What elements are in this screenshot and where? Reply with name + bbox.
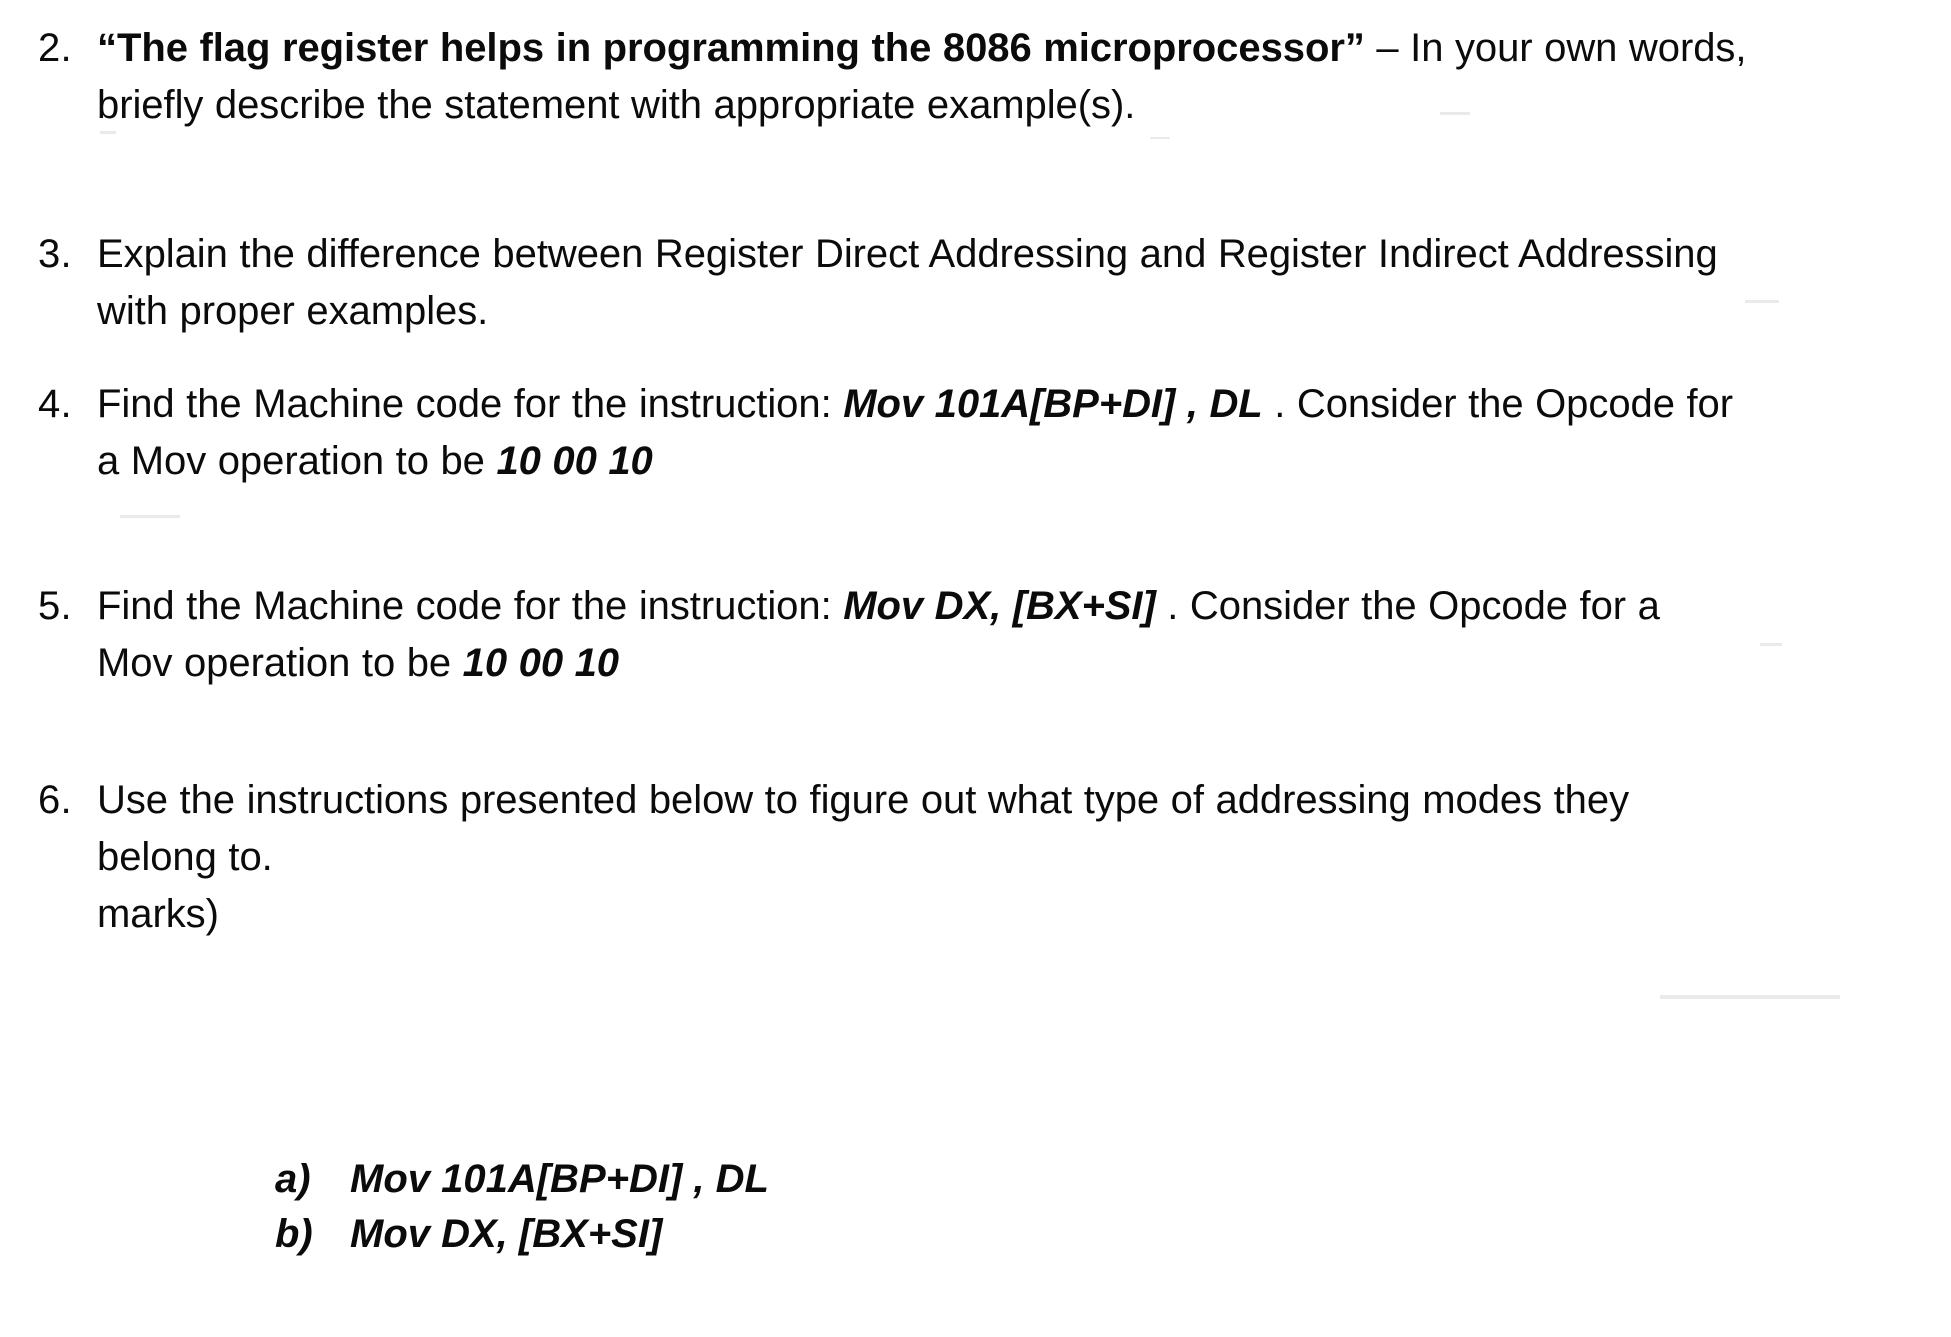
question-run: Find the Machine code for the instructio… [97, 382, 844, 426]
question-body: “The flag register helps in programming … [97, 20, 1928, 134]
question-run: . Consider the Opcode for [1262, 382, 1734, 426]
opcode-value: 10 00 10 [462, 641, 619, 685]
sub-item-b: b) Mov DX, [BX+SI] [275, 1207, 1175, 1262]
question-line: “The flag register helps in programming … [97, 20, 1928, 77]
question-line: belong to. [97, 829, 1928, 886]
question-line: briefly describe the statement with appr… [97, 77, 1928, 134]
question-item-5: 5. Find the Machine code for the instruc… [38, 578, 1928, 692]
question-run: marks) [97, 892, 219, 936]
question-run: with proper examples. [97, 289, 489, 333]
scan-artifact [120, 515, 180, 518]
question-run: Explain the difference between Register … [97, 232, 1718, 276]
sub-item-instruction: Mov 101A[BP+DI] , DL [350, 1157, 769, 1201]
question-body: Use the instructions presented below to … [97, 772, 1928, 943]
question-run: belong to. [97, 835, 273, 879]
question-item-6: 6. Use the instructions presented below … [38, 772, 1928, 943]
question-number: 3. [38, 232, 72, 276]
question-line: a Mov operation to be 10 00 10 [97, 433, 1928, 490]
question-run: briefly describe the statement with appr… [97, 83, 1136, 127]
question-item-3: 3. Explain the difference between Regist… [38, 226, 1928, 340]
question-line: Mov operation to be 10 00 10 [97, 635, 1928, 692]
question-run: . Consider the Opcode for a [1155, 584, 1660, 628]
question-line: Find the Machine code for the instructio… [97, 578, 1928, 635]
question-body: Find the Machine code for the instructio… [97, 376, 1928, 490]
scan-artifact [1660, 995, 1840, 999]
instruction-operand: Mov DX, [BX+SI] [843, 584, 1156, 628]
question-body: Explain the difference between Register … [97, 226, 1928, 340]
question-line: Use the instructions presented below to … [97, 772, 1928, 829]
question-run: – In your own words, [1364, 26, 1747, 70]
question-number: 2. [38, 26, 72, 70]
sub-item-a: a) Mov 101A[BP+DI] , DL [275, 1152, 1175, 1207]
question-body: Find the Machine code for the instructio… [97, 578, 1928, 692]
scan-artifact [1150, 137, 1170, 139]
question-item-4: 4. Find the Machine code for the instruc… [38, 376, 1928, 490]
question-run: Find the Machine code for the instructio… [97, 584, 844, 628]
question-run-bold: “The flag register helps in programming … [97, 26, 1365, 70]
question-line: Find the Machine code for the instructio… [97, 376, 1928, 433]
question-run: Use the instructions presented below to … [97, 778, 1630, 822]
question-item-2: 2. “The flag register helps in programmi… [38, 20, 1928, 134]
instruction-sub-list: a) Mov 101A[BP+DI] , DL b) Mov DX, [BX+S… [275, 1152, 1175, 1262]
question-line: with proper examples. [97, 283, 1928, 340]
sub-item-label: a) [275, 1157, 311, 1201]
question-line: Explain the difference between Register … [97, 226, 1928, 283]
sub-item-instruction: Mov DX, [BX+SI] [350, 1212, 663, 1256]
sub-item-label: b) [275, 1212, 313, 1256]
opcode-value: 10 00 10 [496, 439, 653, 483]
question-line: marks) [97, 886, 1928, 943]
question-number: 6. [38, 778, 72, 822]
question-run: Mov operation to be [97, 641, 463, 685]
question-run: a Mov operation to be [97, 439, 497, 483]
question-number: 5. [38, 584, 72, 628]
question-number: 4. [38, 382, 72, 426]
instruction-operand: Mov 101A[BP+DI] , DL [843, 382, 1263, 426]
